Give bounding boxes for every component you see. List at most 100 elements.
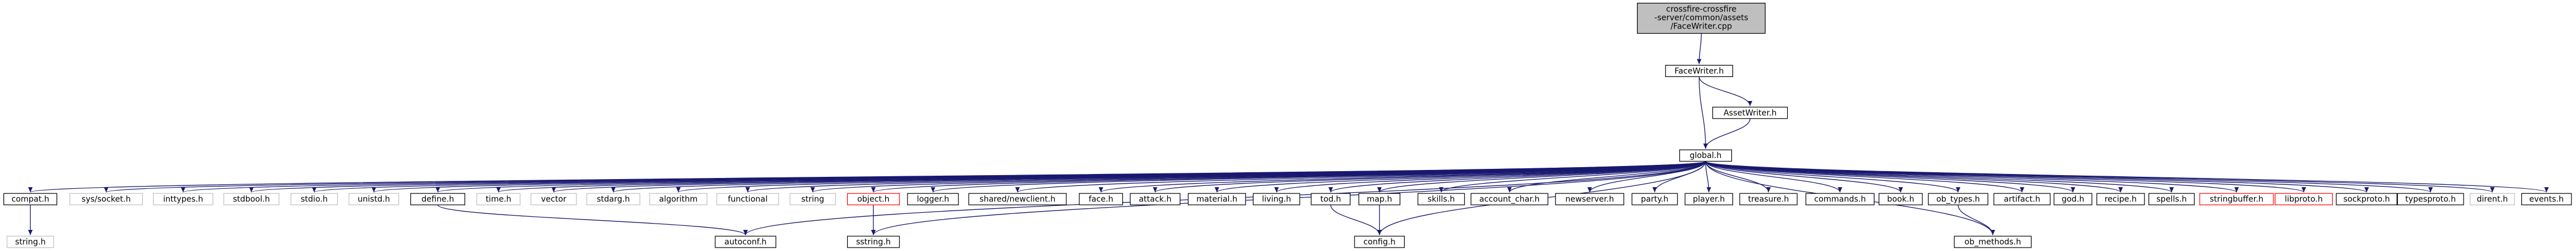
edge-root-to-facewriter: [1696, 33, 1702, 64]
node-label-object: object.h: [857, 195, 889, 204]
node-box-object: [846, 193, 900, 205]
node-attack[interactable]: attack.h: [1130, 193, 1180, 205]
node-account-char[interactable]: account_char.h: [1470, 193, 1549, 205]
node-label-treasure: treasure.h: [1748, 195, 1789, 204]
node-ob-types[interactable]: ob_types.h: [1928, 193, 1989, 205]
node-label-god: god.h: [2062, 195, 2085, 204]
node-events[interactable]: events.h: [2521, 193, 2572, 205]
node-facewriter[interactable]: FaceWriter.h: [1665, 64, 1734, 78]
node-label-tod: tod.h: [1320, 195, 1341, 204]
node-assetwriter[interactable]: AssetWriter.h: [1712, 107, 1788, 119]
node-label-recipe: recipe.h: [2105, 195, 2136, 204]
edge-global-to-events: [1705, 161, 2549, 193]
node-label-assetwriter: AssetWriter.h: [1723, 108, 1776, 118]
node-box-treasure: [1739, 193, 1798, 205]
node-newclient[interactable]: shared/newclient.h: [968, 193, 1067, 205]
node-global[interactable]: global.h: [1679, 149, 1732, 162]
edge-global-to-account_char: [1507, 161, 1706, 193]
node-box-commands: [1805, 193, 1875, 205]
node-define[interactable]: define.h: [410, 193, 466, 205]
node-label-player: player.h: [1693, 195, 1725, 204]
edge-global-to-newclient: [1015, 161, 1706, 193]
node-label-algorithm: algorithm: [659, 195, 698, 204]
node-logger[interactable]: logger.h: [907, 193, 959, 205]
node-label-party: party.h: [1641, 195, 1668, 204]
node-skills[interactable]: skills.h: [1417, 193, 1465, 205]
node-sstring[interactable]: sstring.h: [846, 236, 900, 248]
node-functional: functional: [716, 193, 779, 205]
node-commands[interactable]: commands.h: [1805, 193, 1875, 205]
node-box-compat: [3, 193, 58, 205]
node-box-inttypes: [153, 193, 213, 205]
edge-global-to-stringbuffer: [1705, 161, 2239, 193]
node-box-string: [789, 193, 836, 205]
node-label-attack: attack.h: [1139, 195, 1171, 204]
node-label-newserver: newserver.h: [1565, 195, 1614, 204]
node-box-dirent: [2469, 193, 2515, 205]
node-map[interactable]: map.h: [1358, 193, 1401, 205]
node-label-sstring: sstring.h: [856, 238, 891, 247]
node-label-compat: compat.h: [11, 195, 49, 204]
node-stringbuffer[interactable]: stringbuffer.h: [2199, 193, 2274, 205]
node-newserver[interactable]: newserver.h: [1555, 193, 1624, 205]
node-living[interactable]: living.h: [1252, 193, 1300, 205]
node-inttypes: inttypes.h: [153, 193, 213, 205]
node-box-face: [1079, 193, 1123, 205]
node-label-inttypes: inttypes.h: [163, 195, 203, 204]
node-label-facewriter: FaceWriter.h: [1675, 67, 1724, 76]
node-box-global: [1679, 149, 1732, 162]
node-book[interactable]: book.h: [1878, 193, 1923, 205]
node-config[interactable]: config.h: [1354, 236, 1405, 248]
node-root[interactable]: crossfire-crossfire-server/common/assets…: [1636, 2, 1766, 34]
node-label-stdarg: stdarg.h: [597, 195, 630, 204]
node-object[interactable]: object.h: [846, 193, 900, 205]
node-sys-socket: sys/socket.h: [69, 193, 143, 205]
node-spells[interactable]: spells.h: [2148, 193, 2195, 205]
node-dirent: dirent.h: [2469, 193, 2515, 205]
node-box-time: [476, 193, 521, 205]
edge-global-to-newserver: [1587, 161, 1706, 193]
node-god[interactable]: god.h: [2053, 193, 2093, 205]
node-libproto[interactable]: libproto.h: [2275, 193, 2333, 205]
node-sockproto[interactable]: sockproto.h: [2336, 193, 2397, 205]
node-label-ob-methods: ob_methods.h: [1965, 238, 2021, 247]
node-party[interactable]: party.h: [1631, 193, 1678, 205]
node-material[interactable]: material.h: [1188, 193, 1246, 205]
node-typesproto[interactable]: typesproto.h: [2397, 193, 2464, 205]
node-recipe[interactable]: recipe.h: [2096, 193, 2145, 205]
node-label-spells: spells.h: [2156, 195, 2187, 204]
node-box-algorithm: [649, 193, 708, 205]
node-compat[interactable]: compat.h: [3, 193, 58, 205]
node-artifact[interactable]: artifact.h: [1993, 193, 2051, 205]
node-box-sys-socket: [69, 193, 143, 205]
node-box-spells: [2148, 193, 2195, 205]
node-box-living: [1252, 193, 1300, 205]
node-stdbool: stdbool.h: [223, 193, 280, 205]
node-label-ob-types: ob_types.h: [1936, 195, 1980, 204]
node-label-root-1: crossfire-crossfire: [1666, 5, 1736, 14]
node-box-stringbuffer: [2199, 193, 2274, 205]
node-box-functional: [716, 193, 779, 205]
node-label-autoconf: autoconf.h: [724, 238, 767, 247]
node-label-dirent: dirent.h: [2477, 195, 2508, 204]
node-box-party: [1631, 193, 1678, 205]
node-label-face: face.h: [1089, 195, 1113, 204]
edge-define-to-autoconf: [437, 204, 748, 236]
node-box-unistd: [348, 193, 400, 205]
node-label-root-3: /FaceWriter.cpp: [1671, 22, 1732, 31]
node-tod[interactable]: tod.h: [1311, 193, 1351, 205]
node-label-stdio: stdio.h: [301, 195, 328, 204]
node-player[interactable]: player.h: [1684, 193, 1734, 205]
node-box-account-char: [1470, 193, 1549, 205]
node-box-logger: [907, 193, 959, 205]
edge-tod-to-config: [1330, 204, 1382, 236]
node-autoconf[interactable]: autoconf.h: [715, 236, 776, 248]
node-label-commands: commands.h: [1814, 195, 1866, 204]
node-label-newclient: shared/newclient.h: [979, 195, 1055, 204]
node-face[interactable]: face.h: [1079, 193, 1123, 205]
edge-global-to-living: [1274, 161, 1706, 193]
node-treasure[interactable]: treasure.h: [1739, 193, 1798, 205]
node-box-string-h: [6, 236, 54, 248]
node-ob-methods[interactable]: ob_methods.h: [1954, 236, 2032, 248]
node-label-skills: skills.h: [1428, 195, 1455, 204]
